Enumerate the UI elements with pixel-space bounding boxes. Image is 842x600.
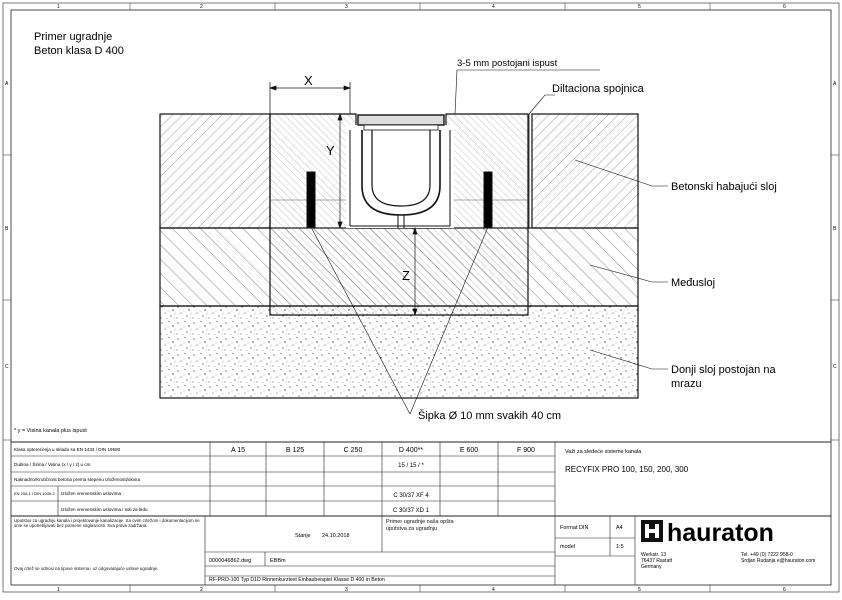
col-number: 6	[783, 587, 786, 593]
frame-column-numbers: 1 2 3 4 5 6 1 2 3 4 5 6	[57, 4, 786, 593]
concrete-row-label: Naknadno/Krutičnost betona prema stepenu…	[14, 477, 141, 482]
col-number: 1	[57, 4, 60, 10]
footnote: * y = Visina kanala plus ispust	[14, 428, 87, 434]
telephone: Tel. +49 (0) 7222 958-0	[741, 552, 793, 558]
row-letter: C	[5, 364, 9, 370]
col-number: 3	[345, 4, 348, 10]
contact-email: Srdjan Rudanja e@hauraton.com	[741, 558, 815, 564]
dimension-z	[412, 226, 418, 317]
col-number: 3	[345, 587, 348, 593]
exposure-row-label: Izložen vremenskim uslovima	[61, 491, 121, 496]
drawing-title-line1: Primer ugradnje	[34, 31, 112, 43]
table-labels: Klasa opterećenja u skladu sa EN 1433 / …	[14, 447, 148, 512]
d400-exposure-2: C 30/37 XD 1	[393, 508, 430, 514]
row-letter: A	[833, 81, 837, 87]
row-letter: B	[5, 226, 9, 232]
col-number: 4	[492, 4, 495, 10]
model-value: 1:5	[616, 544, 624, 550]
frame-ticks	[3, 3, 839, 592]
dimension-y	[337, 112, 343, 230]
dimension-y-label: Y	[326, 143, 335, 158]
frame-row-letters: A B C A B C	[5, 81, 837, 370]
drainage-channel	[346, 114, 454, 228]
info-text: Primer ugradnje naša opšta uputstva za u…	[386, 519, 454, 532]
dimension-x-label: X	[304, 73, 313, 88]
load-classes: A 15 B 125 C 250 D 400** E 600 F 900 15 …	[231, 447, 535, 514]
product-range: RECYFIX PRO 100, 150, 200, 300	[565, 465, 689, 474]
disclaimer-text: Uputstvo za ugradnju kanala i projektova…	[14, 518, 200, 529]
drawing-title-line2: Beton klasa D 400	[34, 45, 124, 57]
frost-resistant-base-layer	[159, 305, 639, 399]
callout-base-layer-line2: mrazu	[671, 378, 702, 390]
address-line3: Germany	[641, 564, 662, 570]
model-label: model	[560, 544, 575, 550]
load-class-label: Klasa opterećenja u skladu sa EN 1433 / …	[14, 447, 121, 452]
row-letter: B	[833, 226, 837, 232]
d400-exposure-1: C 30/37 XF 4	[393, 493, 429, 499]
callout-intermediate-layer: Međusloj	[671, 277, 715, 289]
hauraton-logo: hauraton	[641, 519, 774, 547]
valid-for-label: Važi za sledeće sisteme kanala	[565, 449, 642, 455]
drawing-number: 0000046862.dwg	[209, 558, 251, 564]
class-a15: A 15	[231, 447, 245, 454]
format-value: A4	[616, 525, 623, 531]
d400-dimensions: 15 / 15 / *	[398, 463, 424, 469]
exposure-salt-row-label: Izložen vremenskim uslovima i soli za le…	[61, 507, 148, 512]
dimension-x	[268, 82, 352, 114]
author: EBBm	[270, 558, 286, 564]
col-number: 5	[638, 4, 641, 10]
brand-name: hauraton	[667, 519, 774, 547]
status-date: 24.10.2018	[322, 533, 350, 539]
row-letter: A	[5, 81, 9, 87]
bottom-description: RF-PRO-100 Typ D1D Rinnenkurztext Einbau…	[209, 577, 385, 583]
callout-rebar: Šipka Ø 10 mm svakih 40 cm	[418, 409, 561, 422]
rebar-left	[306, 171, 316, 228]
class-d400: D 400**	[399, 447, 423, 454]
address-line1: Werkstr. 13	[641, 552, 666, 558]
wear-layer-left	[159, 113, 271, 229]
info-box: Primer ugradnje naša opšta uputstva za u…	[386, 519, 454, 532]
disclaimer-box: Uputstvo za ugradnju kanala i projektova…	[14, 518, 200, 529]
col-number: 1	[57, 587, 60, 593]
standard-code: EN 206-1 / DIN 1045-2	[14, 491, 55, 496]
address-line2: 76437 Rastatt	[641, 558, 673, 564]
col-number: 2	[200, 587, 203, 593]
dimension-row-label: Dubina / Širina / Visina (x / y / z) u c…	[14, 461, 91, 467]
callout-leaders	[310, 69, 668, 415]
dimension-z-label: Z	[402, 268, 410, 283]
company-address: Werkstr. 13 76437 Rastatt Germany Tel. +…	[641, 552, 815, 570]
col-number: 2	[200, 4, 203, 10]
col-number: 5	[638, 587, 641, 593]
callout-gap: 3-5 mm postojani ispust	[457, 58, 558, 69]
class-c250: C 250	[344, 447, 363, 454]
small-note-box: Ovaj crtež se odnosi na tipove sistema i…	[14, 566, 159, 571]
status-label: Stanje	[295, 533, 311, 539]
title-block	[11, 441, 831, 585]
rebar-right	[483, 171, 493, 228]
wear-layer-right	[531, 113, 639, 229]
row-letter: C	[833, 364, 837, 370]
class-f900: F 900	[517, 447, 535, 454]
callout-base-layer-line1: Donji sloj postojan na	[671, 364, 776, 376]
class-b125: B 125	[286, 447, 304, 454]
col-number: 6	[783, 4, 786, 10]
class-e600: E 600	[460, 447, 478, 454]
callout-expansion-joint: Diltaciona spojnica	[552, 83, 645, 95]
callout-wear-layer: Betonski habajući sloj	[671, 181, 777, 193]
small-note-text: Ovaj crtež se odnosi na tipove sistema i…	[14, 566, 159, 571]
cross-section	[159, 113, 639, 399]
channel-grate	[357, 114, 445, 126]
col-number: 4	[492, 587, 495, 593]
format-label: Format DIN	[560, 525, 588, 531]
